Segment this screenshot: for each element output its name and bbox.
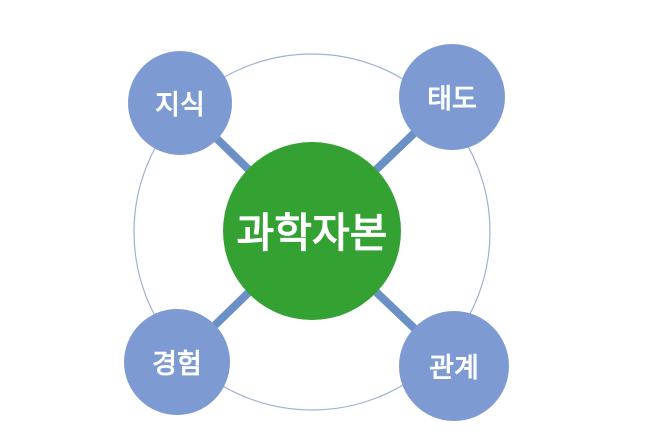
node-circle-top-left xyxy=(128,51,232,155)
node-circle-bottom-right xyxy=(399,311,509,421)
node-label-bottom-left: 경험 xyxy=(152,349,202,379)
center-node-circle xyxy=(223,142,401,320)
node-circle-top-right xyxy=(399,44,505,150)
node-circle-bottom-left xyxy=(124,309,230,415)
node-label-top-right: 태도 xyxy=(427,84,477,114)
outer-ring xyxy=(133,53,491,411)
center-node-label: 과학자본 xyxy=(237,210,388,256)
node-label-bottom-right: 관계 xyxy=(429,353,479,383)
node-label-top-left: 지식 xyxy=(155,90,205,120)
